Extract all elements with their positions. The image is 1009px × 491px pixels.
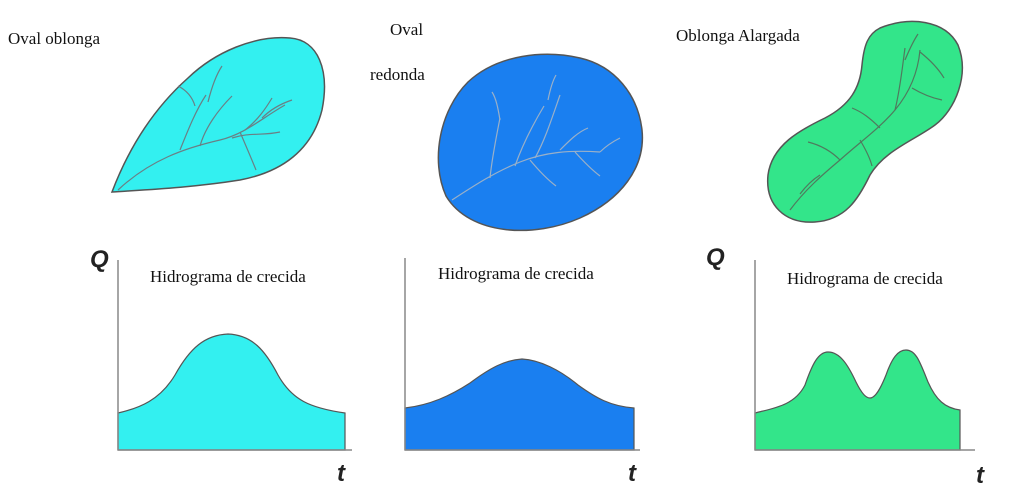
hydrograph-1: [117, 260, 352, 451]
basin-shapes-svg: [110, 20, 963, 232]
hydrograph-3-y-label: Q: [706, 244, 725, 271]
basin-oblonga-alargada-drainage: [789, 33, 945, 211]
basin-oval-oblonga-drainage: [117, 65, 293, 191]
hydrograph-3: [754, 260, 975, 451]
basin-oval-oblonga: [110, 36, 326, 193]
hydrograph-3-x-label: t: [976, 462, 984, 489]
basin-oval-redonda-drainage: [451, 74, 621, 201]
hydrograph-1-y-label: Q: [90, 246, 109, 273]
hydrograph-1-area: [117, 333, 346, 451]
hydrograph-1-title: Hidrograma de crecida: [150, 267, 306, 286]
hydrograph-3-title: Hidrograma de crecida: [787, 269, 943, 288]
hydrograph-3-area: [754, 349, 961, 451]
basin-label-oblonga-alargada: Oblonga Alargada: [676, 26, 800, 45]
hydrograph-2-area: [404, 358, 635, 451]
basin-oval-oblonga-outline: [110, 36, 326, 193]
basin-oblonga-alargada-outline: [767, 20, 963, 223]
basin-label-oval-oblonga: Oval oblonga: [8, 29, 101, 48]
hydrograph-1-x-label: t: [337, 460, 345, 487]
basin-oval-redonda: [437, 53, 644, 232]
hydrograph-2-x-label: t: [628, 460, 636, 487]
basin-label-oval-redonda-line1: Oval: [390, 20, 424, 39]
basin-oval-redonda-outline: [437, 53, 644, 232]
hydrograph-2-title: Hidrograma de crecida: [438, 264, 594, 283]
hydrograph-2: [404, 258, 640, 451]
basin-oblonga-alargada: [767, 20, 963, 223]
basin-label-oval-redonda-line2: redonda: [370, 65, 425, 84]
hydrographs-svg: [117, 258, 975, 451]
